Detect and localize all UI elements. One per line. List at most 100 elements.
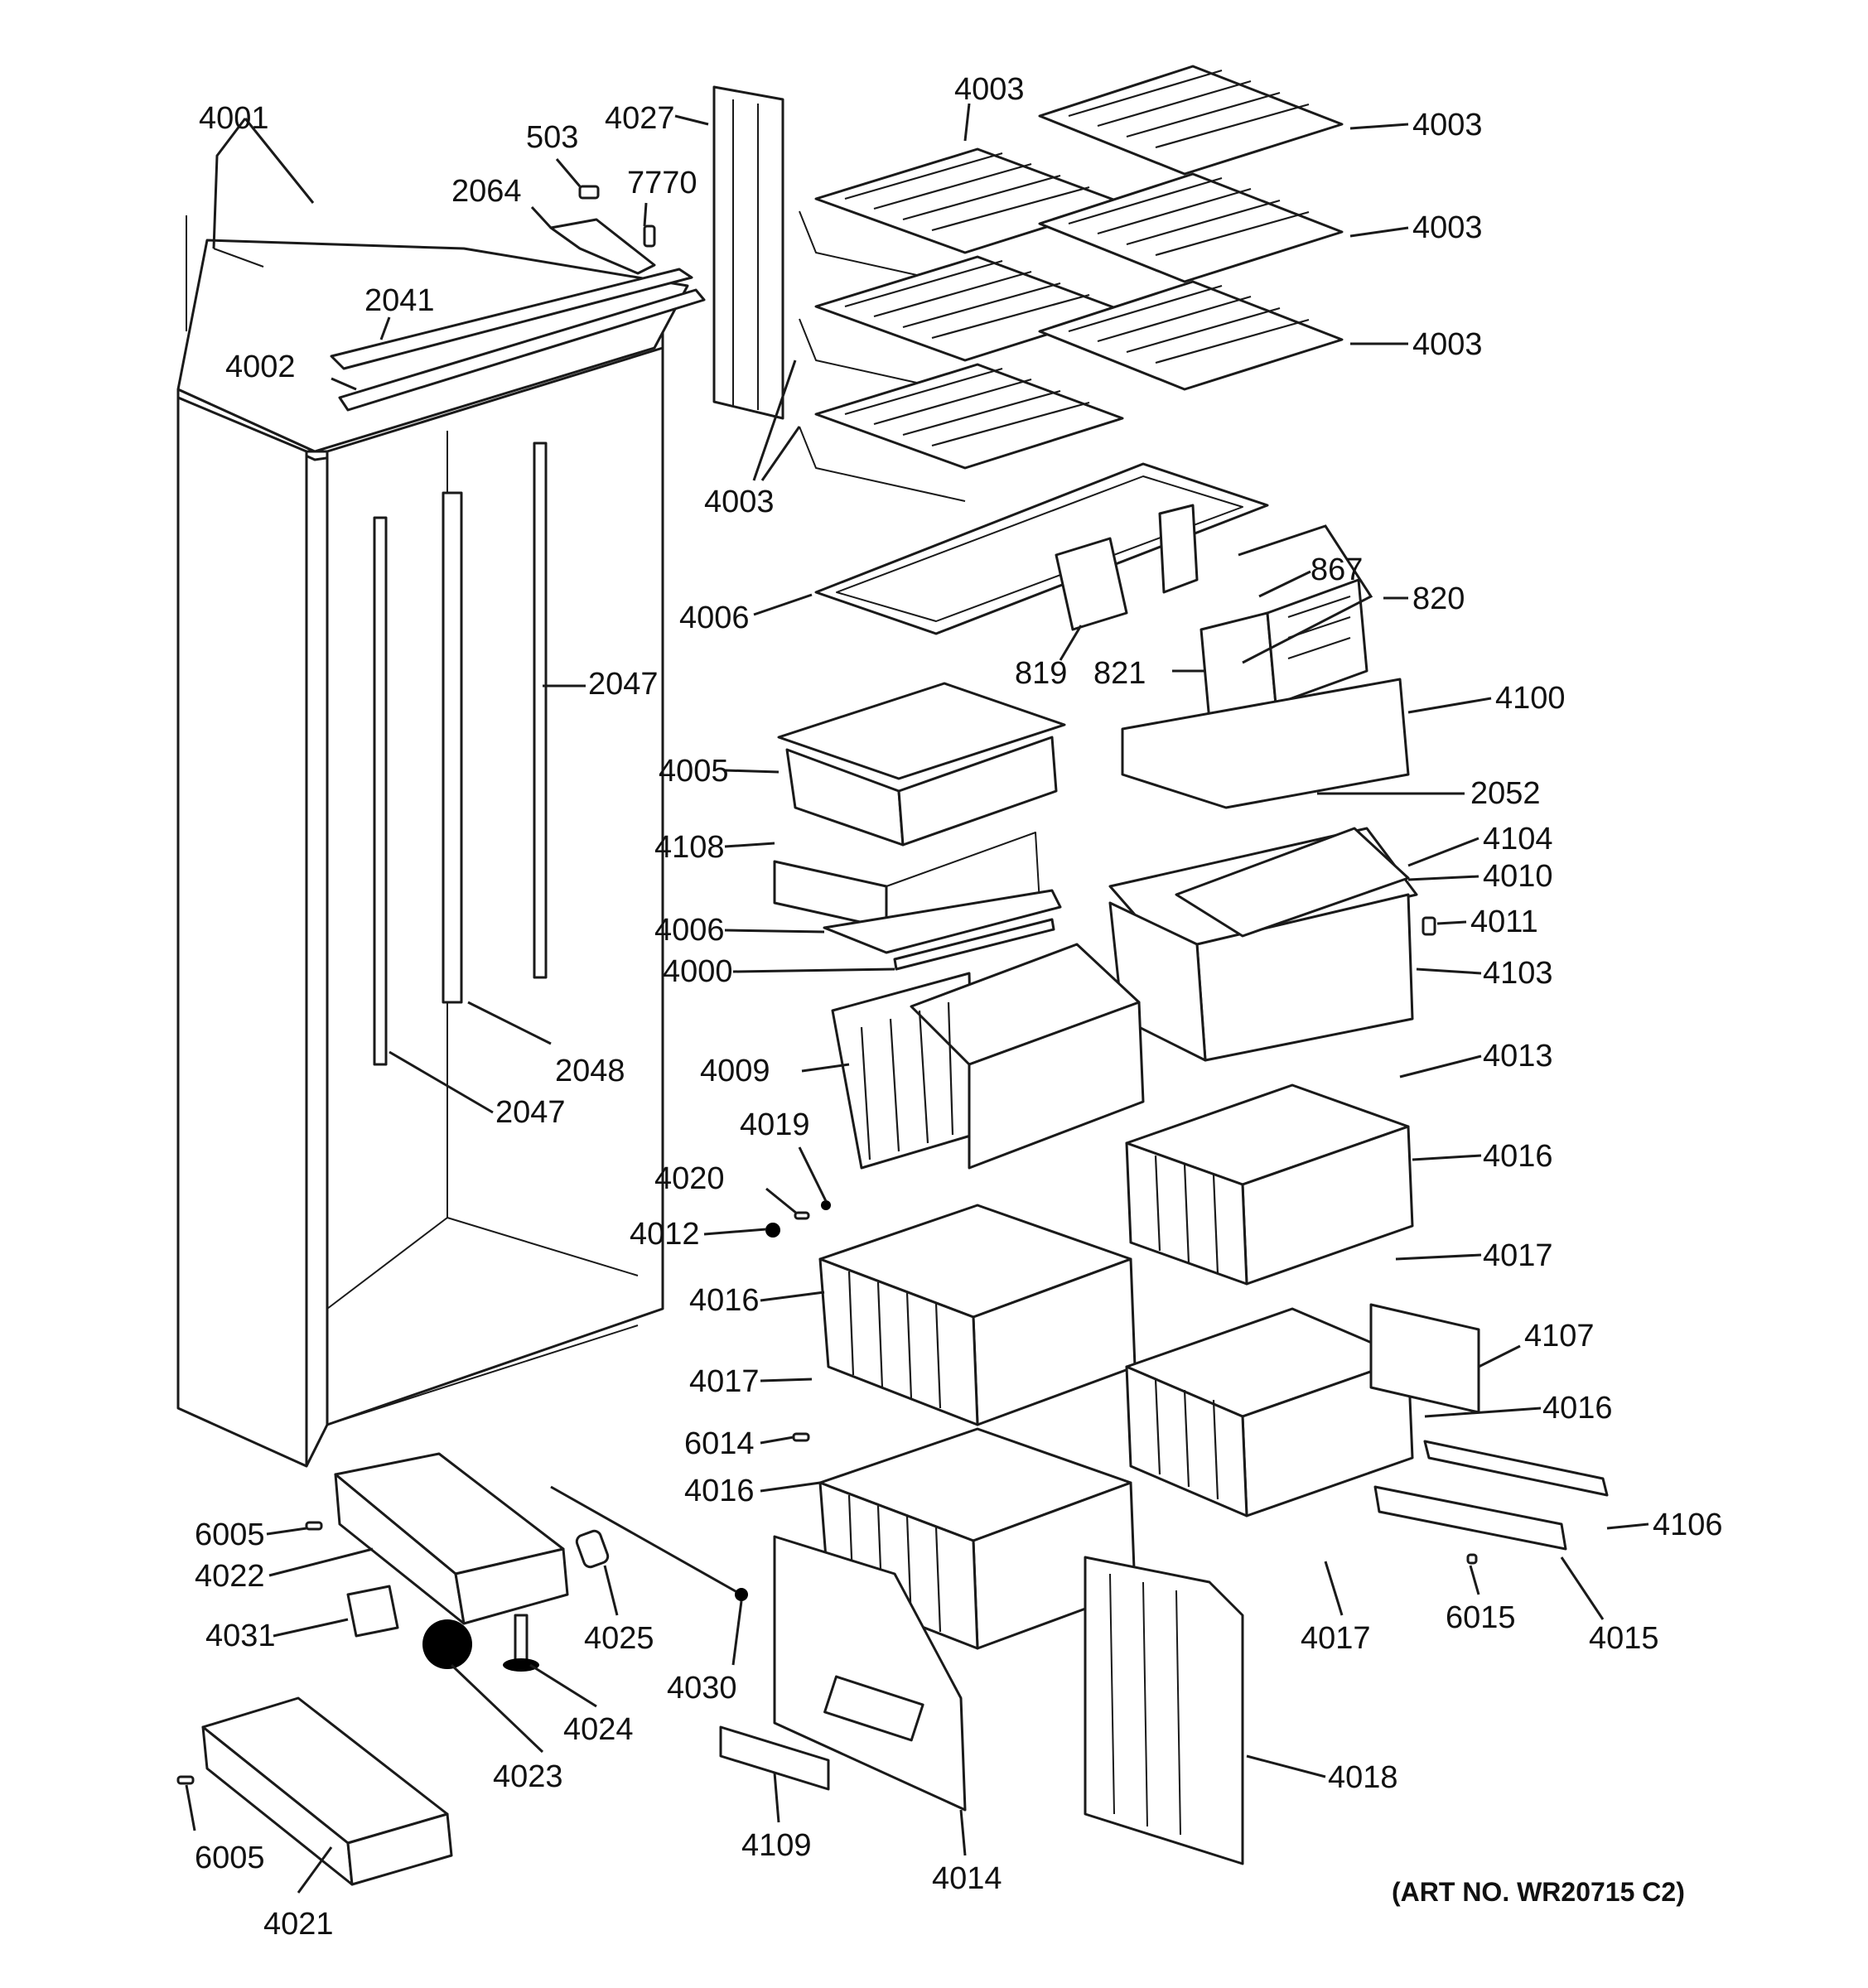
- callout-6015: 6015: [1446, 1600, 1516, 1635]
- screw-6005-lower: [176, 1775, 195, 1785]
- screw-6005-upper: [305, 1521, 323, 1531]
- callout-6005-lower: 6005: [195, 1841, 265, 1875]
- callout-4016-right-upper: 4016: [1483, 1139, 1553, 1174]
- screw-6015: [1466, 1553, 1478, 1565]
- slide-4106: [1423, 1440, 1609, 1497]
- callout-4018: 4018: [1328, 1760, 1398, 1795]
- basket-4016-right-upper: [1125, 1083, 1414, 1286]
- callout-4104: 4104: [1483, 822, 1553, 856]
- callout-4012: 4012: [630, 1217, 700, 1252]
- callout-4030: 4030: [667, 1671, 737, 1706]
- mullion-4027: [712, 85, 784, 420]
- shelf-ladder-2047-left: [373, 516, 388, 1066]
- callout-4025: 4025: [584, 1621, 654, 1656]
- callout-867: 867: [1310, 552, 1363, 587]
- screw-6014: [792, 1432, 810, 1442]
- rail-4002: [338, 288, 706, 412]
- basket-4016-left-bottom: [818, 1427, 1137, 1650]
- shelf-ladder-2048: [442, 491, 463, 1004]
- callout-6005-upper: 6005: [195, 1518, 265, 1552]
- callout-4014: 4014: [932, 1861, 1002, 1896]
- callout-2047-lower: 2047: [495, 1095, 566, 1130]
- door-frame-4018: [1084, 1556, 1244, 1865]
- callout-819: 819: [1015, 656, 1067, 691]
- bracket-4031: [346, 1585, 399, 1638]
- callout-2041: 2041: [364, 283, 435, 318]
- callout-4031: 4031: [205, 1619, 276, 1653]
- trim-4000: [893, 918, 1055, 971]
- callout-4024: 4024: [563, 1712, 634, 1747]
- callout-4006-upper: 4006: [679, 601, 750, 635]
- callout-4009: 4009: [700, 1054, 770, 1088]
- callout-4021: 4021: [263, 1907, 334, 1942]
- callout-4016-left-middle: 4016: [689, 1283, 760, 1318]
- basket-4016-right-lower: [1125, 1307, 1414, 1518]
- wire-shelf-4003-left-bottom: [799, 363, 1124, 502]
- screw-4020: [794, 1211, 810, 1220]
- basket-4009: [831, 943, 1145, 1170]
- panel-slot-4014: [823, 1675, 924, 1742]
- callout-4016-left-bottom: 4016: [684, 1474, 755, 1508]
- wire-shelf-4003-right-middle: [1038, 172, 1344, 283]
- callout-4017-right-lower: 4017: [1301, 1621, 1371, 1656]
- callout-4006-lower: 4006: [654, 913, 725, 948]
- bracket-819: [1055, 537, 1128, 631]
- spring-4025: [575, 1529, 610, 1569]
- callout-4108: 4108: [654, 830, 725, 865]
- callout-4003-right-3: 4003: [1412, 327, 1483, 362]
- leg-4024: [514, 1614, 529, 1662]
- roller-4023: [422, 1619, 472, 1669]
- callout-4003-top: 4003: [954, 72, 1025, 107]
- art-number: (ART NO. WR20715 C2): [1392, 1877, 1685, 1907]
- leader-lines: [185, 103, 1649, 1894]
- callout-503: 503: [526, 120, 578, 155]
- callout-2048: 2048: [555, 1054, 625, 1088]
- callout-4027: 4027: [605, 101, 675, 136]
- frame-4108: [773, 860, 888, 929]
- callout-4011: 4011: [1470, 905, 1538, 939]
- wire-shelf-4003-right-bottom: [1038, 280, 1344, 391]
- cover-4104: [1175, 827, 1410, 938]
- callout-2064: 2064: [451, 174, 522, 209]
- callout-4109: 4109: [741, 1828, 812, 1863]
- callout-4103: 4103: [1483, 956, 1553, 991]
- callout-4100: 4100: [1495, 681, 1566, 716]
- clip-4011: [1422, 916, 1436, 936]
- callout-820: 820: [1412, 581, 1465, 616]
- callout-4022: 4022: [195, 1559, 265, 1594]
- callout-4106: 4106: [1653, 1508, 1723, 1542]
- door-panel-4014: [773, 1535, 967, 1812]
- crisper-cover-4006: [823, 889, 1062, 954]
- rail-2041: [330, 268, 693, 370]
- callout-4000: 4000: [663, 954, 733, 989]
- cabinet-interior: [326, 346, 664, 1426]
- crisper-drawer-4005: [777, 682, 1066, 847]
- bracket-819-side: [1158, 504, 1199, 594]
- callout-4003-left: 4003: [704, 485, 775, 519]
- callout-4003-right-2: 4003: [1412, 210, 1483, 245]
- bracket-4109: [719, 1725, 830, 1791]
- callout-4017-left: 4017: [689, 1364, 760, 1399]
- callout-2052: 2052: [1470, 776, 1541, 811]
- ice-tray-4100: [1121, 678, 1410, 809]
- callout-4015: 4015: [1589, 1621, 1659, 1656]
- hinge-2064: [549, 218, 656, 275]
- washer-4012: [765, 1223, 780, 1238]
- callout-4003-right-1: 4003: [1412, 108, 1483, 142]
- slide-4015: [1373, 1485, 1567, 1551]
- rod-4030: [550, 1485, 742, 1596]
- callout-821: 821: [1093, 656, 1146, 691]
- callout-4002: 4002: [225, 350, 296, 384]
- callout-6014: 6014: [684, 1426, 755, 1461]
- glass-shelf-4006: [814, 462, 1269, 635]
- callout-4013: 4013: [1483, 1039, 1553, 1074]
- callout-4001: 4001: [199, 101, 269, 136]
- callout-2047-upper: 2047: [588, 667, 659, 702]
- callout-4010: 4010: [1483, 859, 1553, 894]
- callout-4005: 4005: [659, 754, 729, 789]
- wire-shelf-4003-right-top: [1038, 65, 1344, 176]
- cabinet-left-wall: [176, 396, 308, 1468]
- shelf-ladder-2047-right: [533, 442, 548, 979]
- callout-4019: 4019: [740, 1107, 810, 1142]
- callout-4017-right-upper: 4017: [1483, 1238, 1553, 1273]
